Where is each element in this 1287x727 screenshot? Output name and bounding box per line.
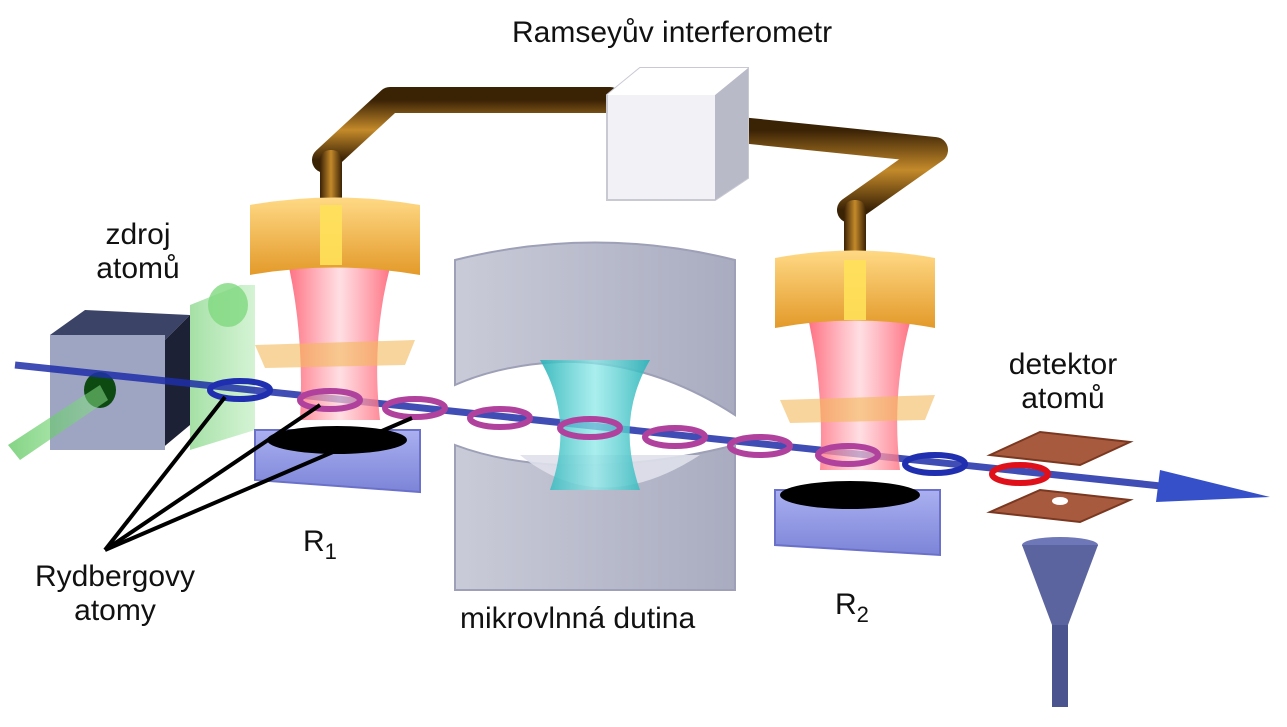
atom-ground	[207, 378, 273, 402]
atom-source-label-line2: atomů	[96, 252, 180, 285]
r1-zone	[250, 197, 421, 494]
r2-label: R2	[835, 588, 869, 632]
r2-label-main: R	[835, 588, 857, 621]
atom-detector-label: detektor atomů	[993, 348, 1133, 416]
detector-funnel	[1022, 537, 1098, 707]
rydberg-atoms-label-line2: atomy	[74, 594, 156, 627]
atom-excited	[557, 416, 623, 440]
rydberg-atoms-label: Rydbergovy atomy	[20, 560, 210, 628]
atom-detected	[989, 462, 1051, 486]
atom-source-label: zdroj atomů	[78, 218, 198, 286]
atom-detector-label-line1: detektor	[1008, 348, 1118, 381]
interferometer-box	[606, 67, 749, 201]
microwave-cavity	[454, 241, 736, 591]
r2-zone	[774, 250, 941, 557]
atom-excited	[642, 425, 708, 449]
atom-excited	[467, 406, 533, 430]
r1-label: R1	[303, 525, 337, 569]
atom-detector	[986, 430, 1134, 524]
r2-label-sub: 2	[856, 602, 869, 627]
rydberg-pointer-lines	[103, 395, 413, 552]
r1-label-sub: 1	[324, 539, 337, 564]
microwave-cavity-label: mikrovlnná dutina	[460, 602, 696, 635]
ramsey-interferometer-label: Ramseyův interferometr	[512, 16, 833, 49]
atom-source-box	[8, 283, 255, 460]
atoms	[207, 378, 1051, 486]
r1-label-main: R	[303, 525, 325, 558]
atom-ground	[902, 452, 968, 476]
rydberg-atoms-label-line1: Rydbergovy	[34, 560, 196, 593]
atom-excited	[815, 443, 881, 467]
atom-excited	[297, 388, 363, 412]
atom-detector-label-line2: atomů	[1021, 382, 1105, 415]
atom-source-label-line1: zdroj	[105, 218, 171, 251]
atom-excited	[382, 396, 448, 420]
atom-excited	[727, 434, 793, 458]
